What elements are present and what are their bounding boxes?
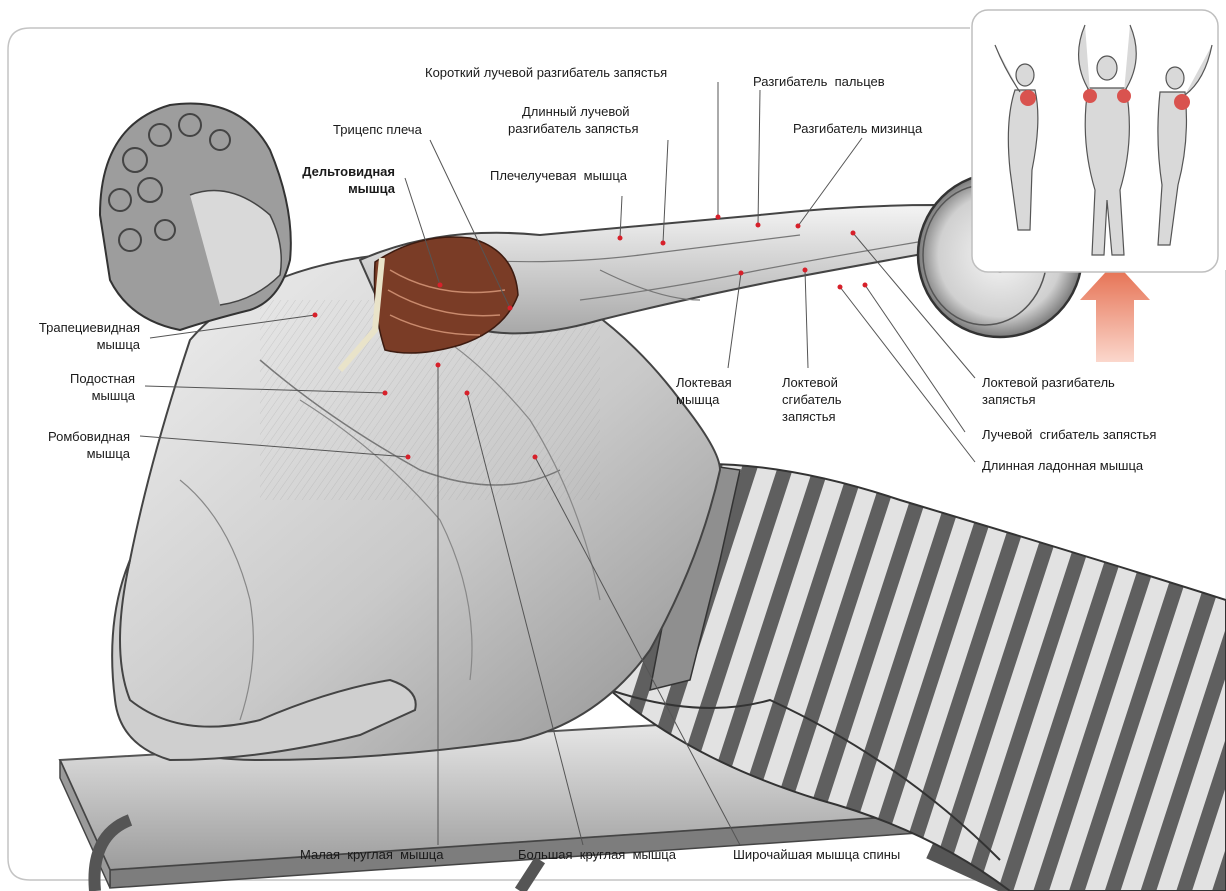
label-teres-major: Большая круглая мышца <box>518 846 676 863</box>
label-anconeus-line2: мышца <box>676 391 732 408</box>
label-ext-digiti-minimi: Разгибатель мизинца <box>793 120 922 137</box>
label-infraspinatus: Подостная мышца <box>10 370 135 404</box>
label-teres-minor: Малая круглая мышца <box>300 846 443 863</box>
label-fcr-line1: Лучевой сгибатель запястья <box>982 426 1156 443</box>
label-ext-digitorum-line1: Разгибатель пальцев <box>753 73 885 90</box>
label-deltoid-line2: мышца <box>270 180 395 197</box>
label-ecrl-line2: разгибатель запястья <box>508 120 638 137</box>
label-palmaris-longus: Длинная ладонная мышца <box>982 457 1143 474</box>
label-trapezius-line2: мышца <box>10 336 140 353</box>
label-anconeus-line1: Локтевая <box>676 374 732 391</box>
head <box>100 103 291 330</box>
label-triceps: Трицепс плеча <box>333 121 422 138</box>
label-teres-minor-line1: Малая круглая мышца <box>300 846 443 863</box>
label-ecrl-line1: Длинный лучевой <box>508 103 638 120</box>
label-lat-dorsi-line1: Широчайшая мышца спины <box>733 846 900 863</box>
label-fcr: Лучевой сгибатель запястья <box>982 426 1156 443</box>
label-deltoid: Дельтовидная мышца <box>270 163 395 197</box>
label-palmaris-longus-line1: Длинная ладонная мышца <box>982 457 1143 474</box>
label-brachioradialis-line1: Плечелучевая мышца <box>490 167 627 184</box>
label-anconeus: Локтевая мышца <box>676 374 732 408</box>
label-infraspinatus-line2: мышца <box>10 387 135 404</box>
label-ecu-line1: Локтевой разгибатель <box>982 374 1115 391</box>
label-rhomboid-line2: мышца <box>10 445 130 462</box>
label-fcu: Локтевой сгибатель запястья <box>782 374 842 425</box>
label-rhomboid: Ромбовидная мышца <box>10 428 130 462</box>
label-ecu: Локтевой разгибатель запястья <box>982 374 1115 408</box>
exercise-thumbnail <box>972 10 1218 272</box>
label-deltoid-line1: Дельтовидная <box>270 163 395 180</box>
label-ecrl: Длинный лучевой разгибатель запястья <box>508 103 638 137</box>
label-brachioradialis: Плечелучевая мышца <box>490 167 627 184</box>
label-ext-digitorum: Разгибатель пальцев <box>753 73 885 90</box>
label-lat-dorsi: Широчайшая мышца спины <box>733 846 900 863</box>
label-ecrb-line1: Короткий лучевой разгибатель запястья <box>425 64 667 81</box>
label-ecu-line2: запястья <box>982 391 1115 408</box>
direction-arrow <box>1080 262 1150 362</box>
label-trapezius: Трапециевидная мышца <box>10 319 140 353</box>
label-trapezius-line1: Трапециевидная <box>10 319 140 336</box>
label-ext-digiti-minimi-line1: Разгибатель мизинца <box>793 120 922 137</box>
label-triceps-line1: Трицепс плеча <box>333 121 422 138</box>
label-fcu-line1: Локтевой <box>782 374 842 391</box>
label-rhomboid-line1: Ромбовидная <box>10 428 130 445</box>
label-fcu-line2: сгибатель <box>782 391 842 408</box>
label-fcu-line3: запястья <box>782 408 842 425</box>
label-teres-major-line1: Большая круглая мышца <box>518 846 676 863</box>
label-infraspinatus-line1: Подостная <box>10 370 135 387</box>
label-ecrb: Короткий лучевой разгибатель запястья <box>425 64 667 81</box>
